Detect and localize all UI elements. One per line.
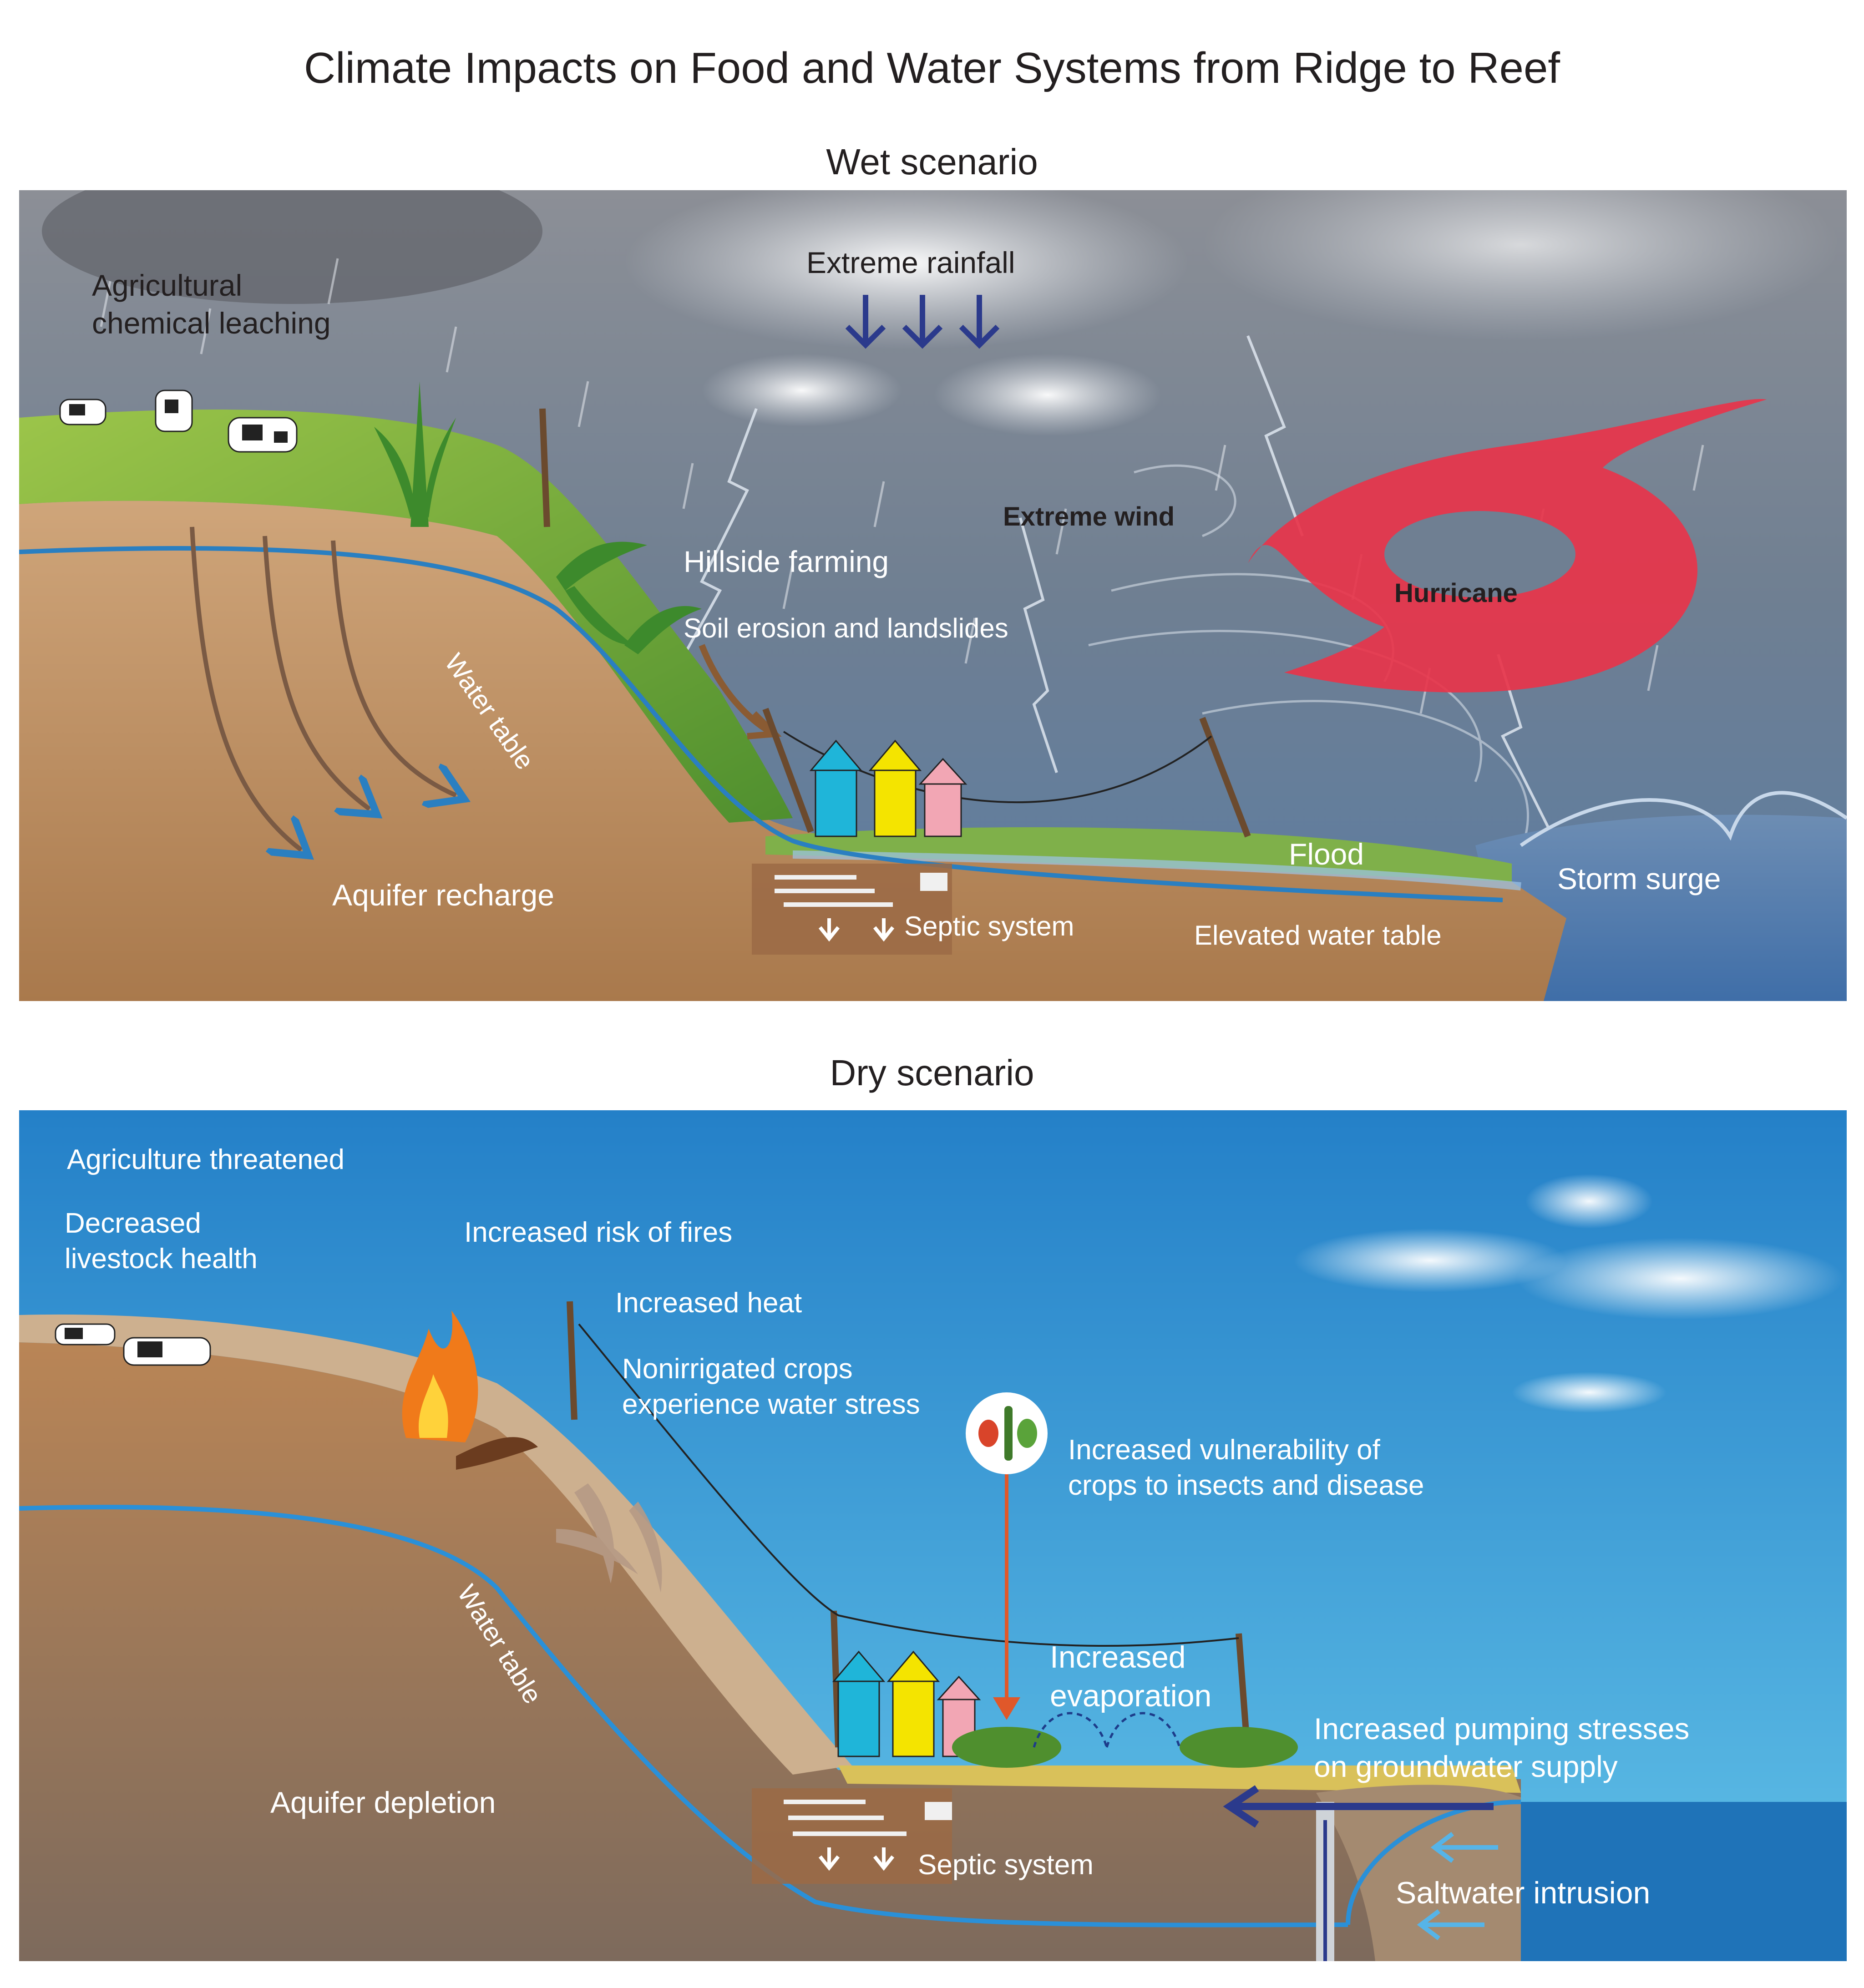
cloud-icon <box>42 190 1839 436</box>
septic-system-label: Septic system <box>904 911 1074 941</box>
septic-system <box>752 864 952 955</box>
pumping-arrow <box>1223 1785 1494 1828</box>
hurricane-icon <box>1248 399 1767 693</box>
elevated-water-table-label: Elevated water table <box>1194 920 1442 951</box>
crop-rows <box>952 1727 1298 1768</box>
nonirrigated-label: Nonirrigated crops experience water stre… <box>622 1353 920 1420</box>
arrow-down-icon <box>845 295 1000 349</box>
dry-septic-system-label: Septic system <box>918 1849 1094 1881</box>
fire-icon <box>402 1310 538 1470</box>
saltwater-intrusion-label: Saltwater intrusion <box>1396 1876 1651 1910</box>
wet-scenario-panel: Agricultural chemical leaching Extreme r… <box>19 190 1847 1001</box>
wet-scene-illustration <box>19 190 1847 1001</box>
cloud-icon <box>1293 1174 1844 1413</box>
septic-system <box>752 1788 952 1884</box>
house-icon <box>832 1650 981 1757</box>
erosion-arrow <box>699 644 772 735</box>
dry-scene-illustration <box>19 1110 1847 1961</box>
flood-label: Flood <box>1289 837 1364 871</box>
soil-erosion-label: Soil erosion and landslides <box>684 613 1008 643</box>
palm-tree-icon <box>374 381 702 654</box>
cow-icon <box>59 390 298 453</box>
agriculture-threatened-label: Agriculture threatened <box>67 1144 345 1175</box>
lightning-icon <box>673 335 1550 828</box>
house-icon <box>809 739 967 837</box>
page-title: Climate Impacts on Food and Water System… <box>304 44 1560 92</box>
cow-icon <box>55 1323 211 1366</box>
dry-heading: Dry scenario <box>830 1052 1034 1093</box>
hillside-farming-label: Hillside farming <box>684 545 889 578</box>
dry-scenario-panel: Agriculture threatened Decreased livesto… <box>19 1110 1847 1961</box>
evaporation-label: Increased evaporation <box>1050 1640 1212 1713</box>
evaporation-arcs <box>1033 1712 1181 1748</box>
saltwater-intrusion-arrows <box>1417 1832 1498 1940</box>
agricultural-leaching-label: Agricultural chemical leaching <box>92 268 331 340</box>
livestock-health-label: Decreased livestock health <box>65 1208 258 1275</box>
wet-heading: Wet scenario <box>826 142 1038 182</box>
storm-surge-label: Storm surge <box>1557 862 1721 895</box>
extreme-wind-label: Extreme wind <box>1003 502 1175 531</box>
insects-label: Increased vulnerability of crops to inse… <box>1068 1434 1424 1501</box>
fires-label: Increased risk of fires <box>464 1217 733 1248</box>
palm-tree-icon <box>556 1483 662 1593</box>
aquifer-recharge-label: Aquifer recharge <box>332 878 554 912</box>
hurricane-label: Hurricane <box>1394 578 1518 608</box>
heat-label: Increased heat <box>615 1287 802 1319</box>
extreme-rainfall-label: Extreme rainfall <box>806 246 1015 279</box>
aquifer-depletion-label: Aquifer depletion <box>270 1786 496 1819</box>
pumping-label: Increased pumping stresses on groundwate… <box>1314 1712 1690 1783</box>
aquifer-recharge-arrows <box>190 526 456 850</box>
